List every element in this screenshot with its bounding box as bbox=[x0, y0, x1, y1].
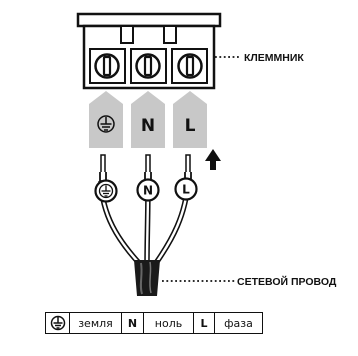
terminal-block-top-rail bbox=[76, 12, 222, 28]
power-cable-callout: СЕТЕВОЙ ПРОВОД bbox=[162, 275, 337, 288]
ring-neutral-letter: N bbox=[143, 184, 153, 198]
legend-phase-symbol: L bbox=[194, 313, 215, 333]
wire-neutral bbox=[144, 154, 152, 264]
legend-table: земля N ноль L фаза bbox=[45, 312, 263, 334]
ring-phase-letter: L bbox=[182, 183, 190, 197]
screw-icon bbox=[94, 53, 120, 79]
earth-ground-icon bbox=[98, 183, 114, 199]
wire-ground bbox=[98, 154, 142, 265]
legend-neutral-label: ноль bbox=[144, 313, 194, 333]
tab-neutral: N bbox=[131, 91, 165, 148]
legend-neutral-symbol: N bbox=[122, 313, 144, 333]
terminal-block-label: КЛЕММНИК bbox=[244, 52, 304, 64]
wire-rings: N L bbox=[94, 177, 198, 203]
earth-ground-icon bbox=[50, 315, 65, 331]
screw-icon bbox=[177, 53, 203, 79]
cable-sheath bbox=[134, 260, 160, 296]
tab-phase: L bbox=[173, 91, 207, 148]
tab-phase-letter: L bbox=[185, 116, 196, 136]
screw-icon bbox=[135, 53, 161, 79]
terminal-block-callout: КЛЕММНИК bbox=[215, 52, 304, 64]
tab-ground bbox=[89, 91, 123, 148]
legend-ground-symbol-cell bbox=[46, 313, 70, 333]
ring-phase: L bbox=[174, 177, 198, 201]
terminal-label-tabs: N L bbox=[89, 91, 207, 148]
earth-ground-icon bbox=[97, 115, 115, 133]
power-cable-label: СЕТЕВОЙ ПРОВОД bbox=[237, 275, 337, 288]
terminal-slot-2 bbox=[163, 25, 177, 44]
legend-phase-label: фаза bbox=[224, 316, 253, 330]
insert-arrow-icon bbox=[205, 149, 221, 170]
tab-neutral-letter: N bbox=[141, 116, 155, 136]
ring-neutral: N bbox=[136, 178, 160, 202]
ring-ground bbox=[94, 179, 118, 203]
legend-ground-label: земля bbox=[70, 313, 122, 333]
terminal-block bbox=[76, 12, 222, 90]
terminal-slot-1 bbox=[120, 25, 134, 44]
wire-phase bbox=[153, 154, 192, 265]
